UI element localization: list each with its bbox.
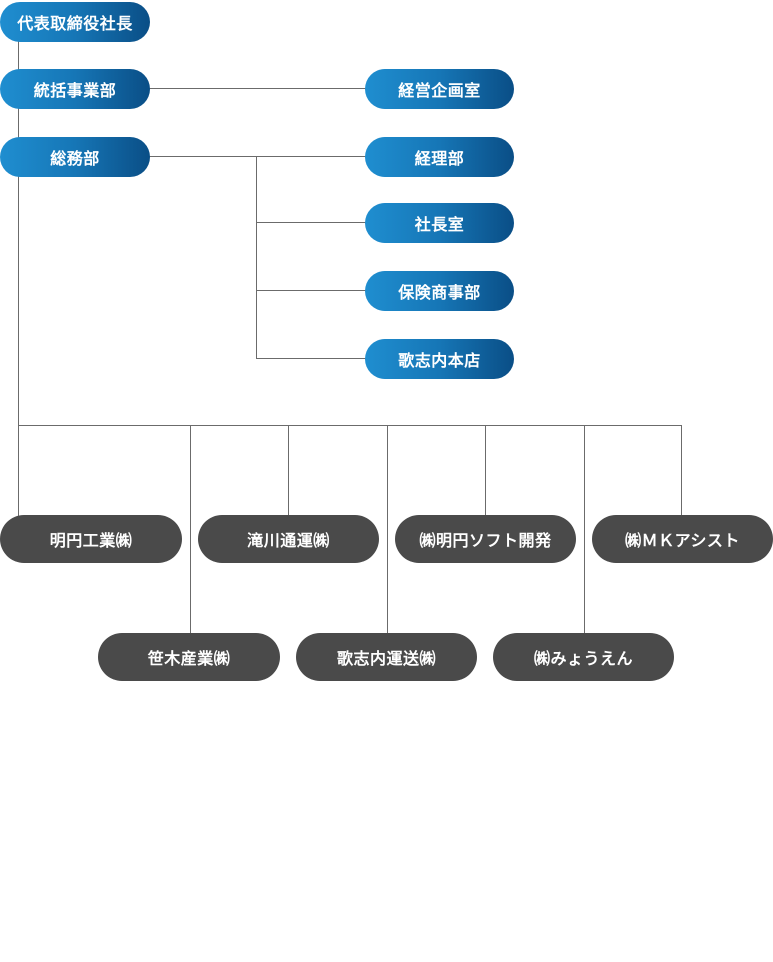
node-meien-soft: ㈱明円ソフト開発 bbox=[395, 515, 576, 563]
node-accounting: 経理部 bbox=[365, 137, 514, 177]
node-takigawa-tsuun: 滝川通運㈱ bbox=[198, 515, 379, 563]
node-general-management: 統括事業部 bbox=[0, 69, 150, 109]
node-meien-kogyo: 明円工業㈱ bbox=[0, 515, 182, 563]
node-utashinai-unso: 歌志内運送㈱ bbox=[296, 633, 477, 681]
node-president: 代表取締役社長 bbox=[0, 2, 150, 42]
node-president-office: 社長室 bbox=[365, 203, 514, 243]
node-sasaki-sangyo: 笹木産業㈱ bbox=[98, 633, 280, 681]
node-utashinai-head-office: 歌志内本店 bbox=[365, 339, 514, 379]
node-myouen: ㈱みょうえん bbox=[493, 633, 674, 681]
node-corporate-planning: 経営企画室 bbox=[365, 69, 514, 109]
node-insurance: 保険商事部 bbox=[365, 271, 514, 311]
node-general-affairs: 総務部 bbox=[0, 137, 150, 177]
node-mk-assist: ㈱ＭＫアシスト bbox=[592, 515, 773, 563]
